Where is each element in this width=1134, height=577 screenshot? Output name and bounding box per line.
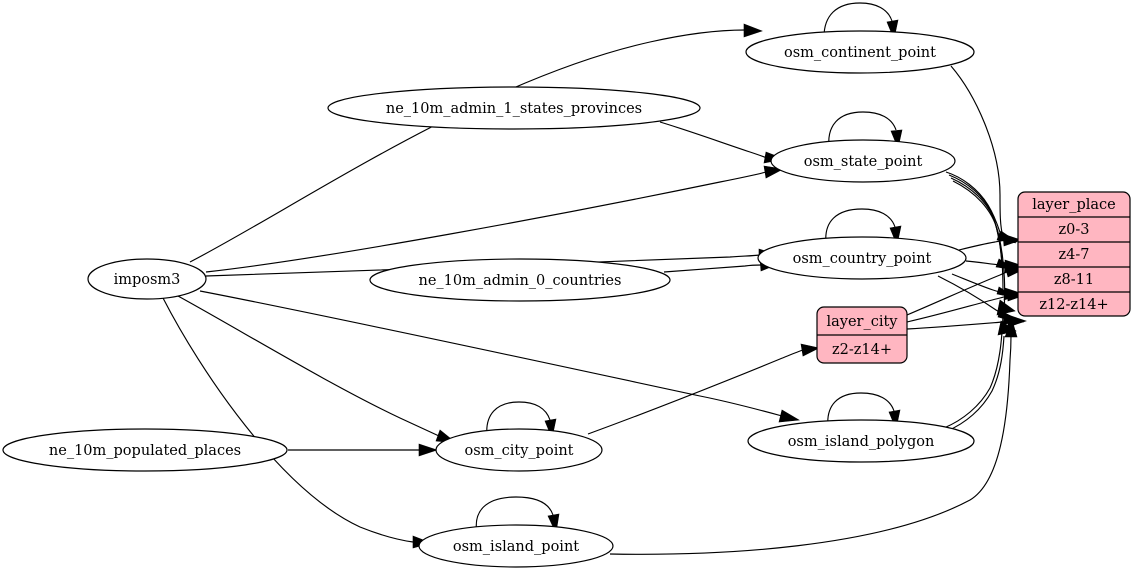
edge-layer-city-to-layer-place-z8-11 (906, 289, 1026, 323)
edge-osm-island-polygon-to-layer-place-z8-11 (943, 299, 1016, 429)
edge-imposm3-to-osm-island-point (162, 297, 432, 549)
node-osm-country-point[interactable]: osm_country_point (757, 236, 967, 280)
node-label-ne-10m-admin-0-countries: ne_10m_admin_0_countries (419, 273, 622, 289)
edge-imposm3-to-osm-continent-point (189, 23, 763, 263)
node-label-osm-continent-point: osm_continent_point (784, 45, 936, 61)
edge-osm-city-point-to-layer-city (587, 343, 820, 435)
edge-osm-island-point-to-layer-place-z12 (609, 319, 1018, 555)
node-osm-continent-point[interactable]: osm_continent_point (745, 30, 975, 74)
node-label-ne-10m-populated-places: ne_10m_populated_places (49, 443, 241, 459)
edge-imposm3-to-osm-island-polygon (199, 290, 800, 423)
node-ne-10m-admin-1-states-provinces[interactable]: ne_10m_admin_1_states_provinces (327, 86, 701, 130)
record-row-layer-place-z12-z14[interactable]: z12-z14+ (1039, 297, 1108, 313)
record-node-layer: layer_place z0-3 z4-7 z8-11 z12-z14+ lay… (816, 191, 1131, 364)
node-osm-state-point[interactable]: osm_state_point (770, 139, 956, 183)
node-osm-city-point[interactable]: osm_city_point (435, 428, 603, 472)
edge-imposm3-to-osm-city-point (177, 295, 457, 444)
edge-imposm3-to-osm-state-point (205, 165, 784, 273)
edge-osm-country-point-to-layer-place-z0-3 (958, 233, 1022, 251)
record-row-layer-place-z4-7[interactable]: z4-7 (1059, 247, 1090, 263)
node-label-osm-country-point: osm_country_point (793, 251, 932, 267)
record-row-layer-place-z8-11[interactable]: z8-11 (1054, 272, 1094, 288)
node-ne-10m-populated-places[interactable]: ne_10m_populated_places (2, 428, 288, 472)
record-row-layer-place-title: layer_place (1032, 197, 1116, 213)
node-label-osm-island-point: osm_island_point (453, 539, 579, 555)
node-ne-10m-admin-0-countries[interactable]: ne_10m_admin_0_countries (369, 258, 671, 302)
node-label-osm-island-polygon: osm_island_polygon (788, 434, 935, 450)
node-layer-place[interactable]: layer_place z0-3 z4-7 z8-11 z12-z14+ (1017, 191, 1131, 317)
edge-self-loop-osm-city-point (486, 401, 557, 440)
node-layer: imposm3 ne_10m_admin_1_states_provinces … (2, 30, 975, 568)
record-row-layer-place-z0-3[interactable]: z0-3 (1059, 222, 1090, 238)
edge-osm-continent-point-to-layer-place-z0-3 (950, 65, 1018, 243)
node-osm-island-polygon[interactable]: osm_island_polygon (747, 419, 975, 463)
edge-self-loop-osm-state-point (828, 111, 903, 149)
edge-self-loop-osm-continent-point (823, 2, 899, 41)
record-row-layer-city-title: layer_city (826, 314, 898, 330)
node-osm-island-point[interactable]: osm_island_point (418, 524, 614, 568)
node-imposm3[interactable]: imposm3 (87, 258, 207, 300)
node-label-osm-state-point: osm_state_point (804, 154, 923, 170)
record-row-layer-city-z2-z14[interactable]: z2-z14+ (832, 342, 892, 358)
edge-layer (162, 2, 1027, 555)
edge-ne-states-to-osm-state-point (659, 121, 786, 164)
node-layer-city[interactable]: layer_city z2-z14+ (816, 306, 908, 364)
node-label-osm-city-point: osm_city_point (464, 443, 573, 459)
edge-ne-populated-places-to-osm-city-point (288, 443, 438, 457)
edge-self-loop-osm-country-point (825, 208, 902, 247)
node-label-imposm3: imposm3 (114, 272, 181, 288)
node-label-ne-10m-admin-1-states-provinces: ne_10m_admin_1_states_provinces (386, 101, 642, 117)
